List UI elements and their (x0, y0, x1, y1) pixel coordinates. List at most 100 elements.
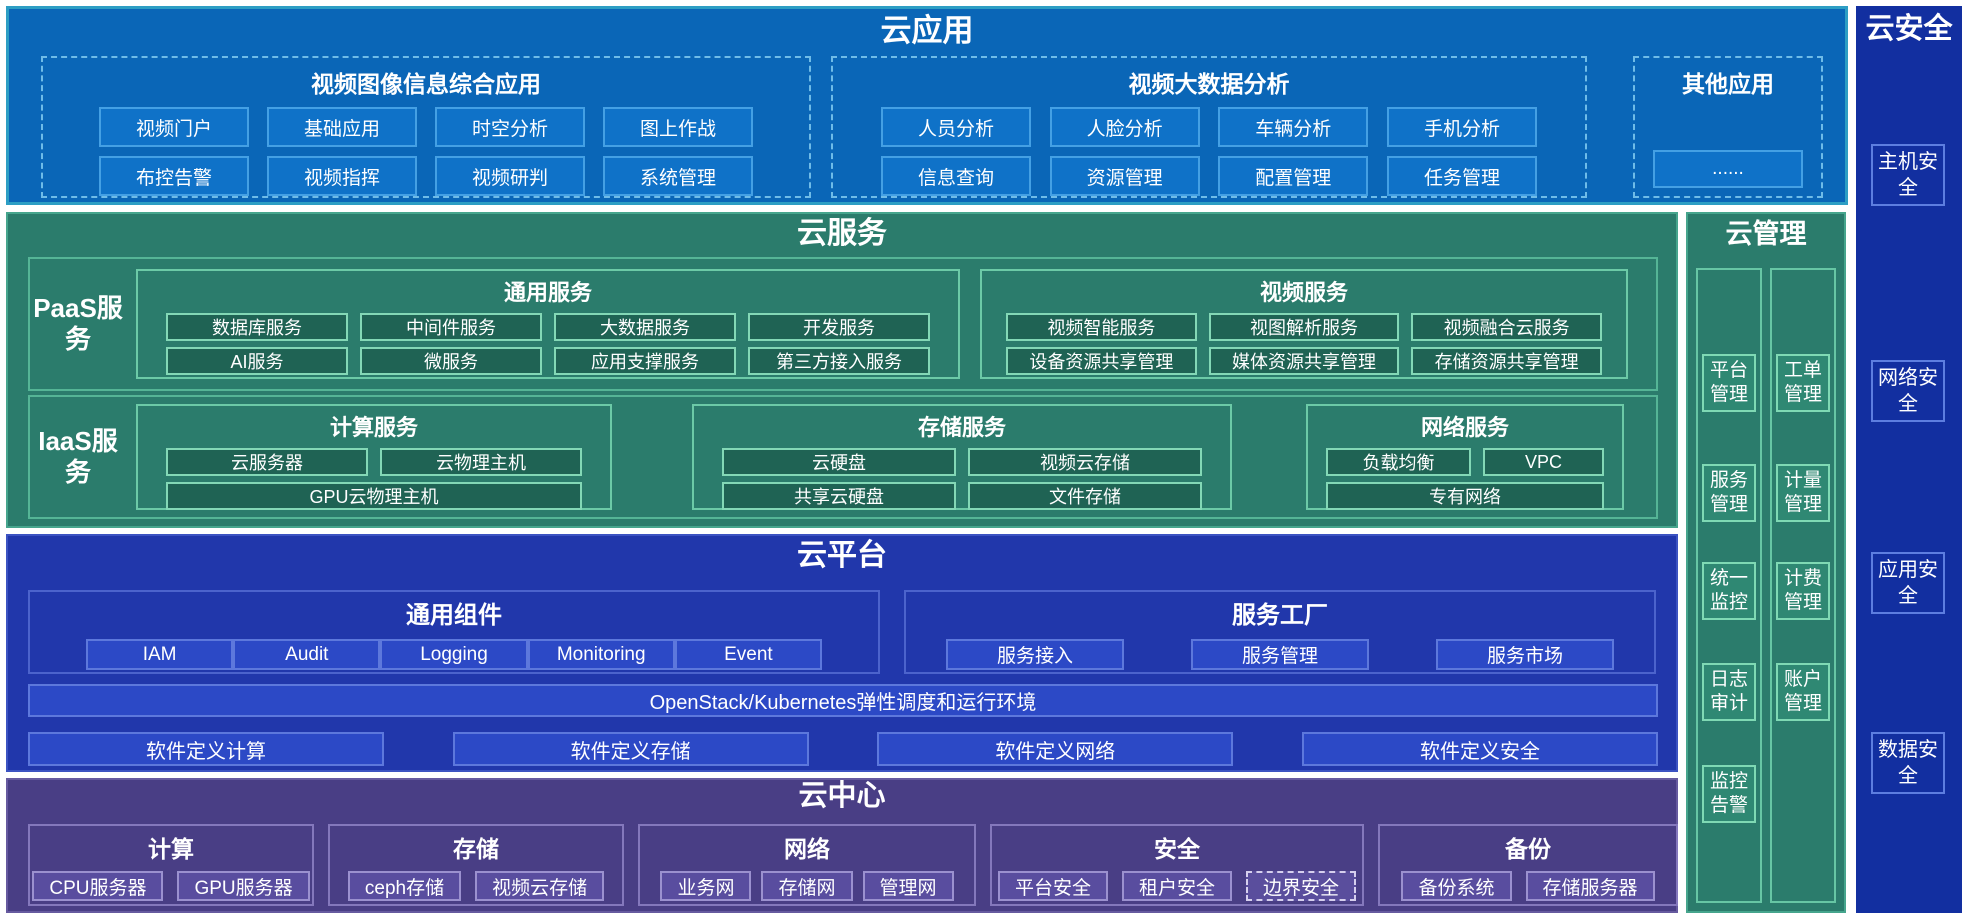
button-row: 平台安全 租户安全 边界安全 (992, 871, 1362, 901)
panel-general-services: 通用服务 数据库服务 中间件服务 大数据服务 开发服务 AI服务 微服务 应用支… (136, 269, 960, 379)
diagram-node: 信息查询 (881, 156, 1031, 196)
panel-title: 视频服务 (1259, 280, 1348, 305)
diagram-node: AI服务 (166, 347, 348, 375)
diagram-node: 平台安全 (997, 871, 1108, 901)
panel-title: 通用组件 (406, 602, 502, 629)
diagram-node: 计费管理 (1776, 562, 1830, 620)
panel-compute-services: 计算服务 云服务器 云物理主机 GPU云物理主机 (136, 404, 612, 510)
diagram-node: 存储网 (761, 871, 853, 901)
panel-storage-hw: 存储 ceph存储 视频云存储 (328, 824, 624, 906)
diagram-node: 软件定义存储 (452, 732, 809, 766)
diagram-node: 应用支撑服务 (554, 347, 736, 375)
diagram-node: GPU云物理主机 (166, 482, 582, 510)
diagram-node: 手机分析 (1386, 107, 1537, 147)
diagram-node: 配置管理 (1218, 156, 1369, 196)
diagram-node: 布控告警 (99, 156, 249, 196)
cloud-center-title: 云中心 (798, 780, 886, 812)
diagram-node: 第三方接入服务 (748, 347, 930, 375)
diagram-node: 软件定义安全 (1301, 732, 1658, 766)
diagram-node: 时空分析 (435, 107, 585, 147)
button-row: IAM Audit Logging Monitoring Event (30, 639, 878, 670)
button-grid: 云服务器 云物理主机 GPU云物理主机 (138, 448, 610, 510)
diagram-node: 监控告警 (1702, 765, 1756, 823)
diagram-node: 网络安全 (1871, 360, 1945, 422)
button-row: CPU服务器 GPU服务器 (30, 871, 312, 901)
diagram-node: 视频智能服务 (1006, 313, 1197, 341)
diagram-node: 视频指挥 (267, 156, 417, 196)
paas-row: PaaS服务 通用服务 数据库服务 中间件服务 大数据服务 开发服务 AI服务 … (28, 257, 1658, 391)
panel-title: 通用服务 (503, 280, 592, 305)
cloud-security-title: 云安全 (1865, 13, 1953, 45)
panel-security-hw: 安全 平台安全 租户安全 边界安全 (990, 824, 1364, 906)
panel-compute-hw: 计算 CPU服务器 GPU服务器 (28, 824, 314, 906)
section-cloud-service: 云服务 PaaS服务 通用服务 数据库服务 中间件服务 大数据服务 开发服务 A… (6, 212, 1678, 528)
diagram-node: 媒体资源共享管理 (1208, 347, 1400, 375)
diagram-node: 管理网 (862, 871, 954, 901)
diagram-node: 图上作战 (603, 107, 753, 147)
diagram-node: 车辆分析 (1218, 107, 1369, 147)
diagram-node: 人员分析 (881, 107, 1031, 147)
button-grid: 人员分析 人脸分析 车辆分析 手机分析 信息查询 资源管理 配置管理 任务管理 (833, 107, 1585, 196)
section-cloud-app: 云应用 视频图像信息综合应用 视频门户 基础应用 时空分析 图上作战 布控告警 … (6, 6, 1848, 205)
diagram-node: 数据库服务 (166, 313, 348, 341)
cloud-app-panels: 视频图像信息综合应用 视频门户 基础应用 时空分析 图上作战 布控告警 视频指挥… (41, 56, 1823, 198)
diagram-node: CPU服务器 (32, 871, 164, 901)
diagram-node: 共享云硬盘 (722, 482, 956, 510)
diagram-node: 工单管理 (1776, 354, 1830, 412)
panel-storage-services: 存储服务 云硬盘 视频云存储 共享云硬盘 文件存储 (692, 404, 1232, 510)
button-grid: 云硬盘 视频云存储 共享云硬盘 文件存储 (694, 448, 1230, 510)
diagram-node: 专有网络 (1326, 482, 1604, 510)
panel-title: 备份 (1505, 836, 1551, 862)
diagram-node: IAM (86, 639, 234, 670)
button-row: 服务接入 服务管理 服务市场 (906, 639, 1654, 670)
cloud-management-title: 云管理 (1725, 219, 1807, 249)
software-defined-row: 软件定义计算 软件定义存储 软件定义网络 软件定义安全 (28, 732, 1658, 766)
panel-title: 视频图像信息综合应用 (311, 71, 541, 97)
diagram-node: 资源管理 (1049, 156, 1200, 196)
button-row: 业务网 存储网 管理网 (640, 871, 974, 901)
diagram-node: 云服务器 (166, 448, 368, 476)
diagram-node: GPU服务器 (177, 871, 310, 901)
diagram-node: 云物理主机 (380, 448, 582, 476)
button-grid: 视频智能服务 视图解析服务 视频融合云服务 设备资源共享管理 媒体资源共享管理 … (982, 313, 1626, 375)
button-row: ceph存储 视频云存储 (330, 871, 622, 901)
diagram-node: 服务接入 (946, 639, 1124, 670)
button-grid: 负载均衡 VPC 专有网络 (1308, 448, 1622, 510)
panel-title: 视频大数据分析 (1128, 71, 1290, 97)
paas-label: PaaS服务 (33, 292, 123, 354)
panel-common-components: 通用组件 IAM Audit Logging Monitoring Event (28, 590, 880, 674)
panel-title: 网络服务 (1420, 415, 1509, 440)
diagram-node: 软件定义网络 (877, 732, 1234, 766)
panel-video-bigdata: 视频大数据分析 人员分析 人脸分析 车辆分析 手机分析 信息查询 资源管理 配置… (831, 56, 1587, 198)
button-row: 备份系统 存储服务器 (1380, 871, 1676, 901)
diagram-node: 微服务 (360, 347, 542, 375)
diagram-node: 视图解析服务 (1208, 313, 1400, 341)
diagram-node: 统一监控 (1702, 562, 1756, 620)
iaas-label: IaaS服务 (38, 425, 118, 487)
panel-video-services: 视频服务 视频智能服务 视图解析服务 视频融合云服务 设备资源共享管理 媒体资源… (980, 269, 1628, 379)
diagram-node: 账户管理 (1776, 663, 1830, 721)
diagram-node: 视频研判 (435, 156, 585, 196)
diagram-node: 大数据服务 (554, 313, 736, 341)
diagram-node: 存储服务器 (1525, 871, 1655, 901)
diagram-node: 云硬盘 (722, 448, 956, 476)
diagram-node: Event (674, 639, 823, 670)
panel-title: 其他应用 (1682, 71, 1774, 97)
diagram-node: 租户安全 (1121, 871, 1232, 901)
diagram-node: ceph存储 (347, 871, 462, 901)
diagram-node: 开发服务 (748, 313, 930, 341)
section-cloud-center: 云中心 计算 CPU服务器 GPU服务器 存储 ceph存储 视频云存储 网络 … (6, 778, 1678, 913)
diagram-node: 业务网 (660, 871, 752, 901)
diagram-node: 视频云存储 (475, 871, 605, 901)
panel-other-apps: 其他应用 ...... (1633, 56, 1823, 198)
diagram-node: 数据安全 (1871, 732, 1945, 794)
diagram-node: 视频融合云服务 (1411, 313, 1602, 341)
panel-title: 安全 (1154, 836, 1200, 862)
panel-title: 存储 (453, 836, 499, 862)
diagram-node: 存储资源共享管理 (1411, 347, 1602, 375)
management-column-2: 工单管理 计量管理 计费管理 账户管理 (1770, 268, 1836, 903)
iaas-row: IaaS服务 计算服务 云服务器 云物理主机 GPU云物理主机 存储服务 云硬盘… (28, 395, 1658, 519)
diagram-node: 任务管理 (1386, 156, 1537, 196)
section-cloud-management: 云管理 平台管理 服务管理 统一监控 日志审计 监控告警 工单管理 计量管理 计… (1686, 212, 1846, 913)
